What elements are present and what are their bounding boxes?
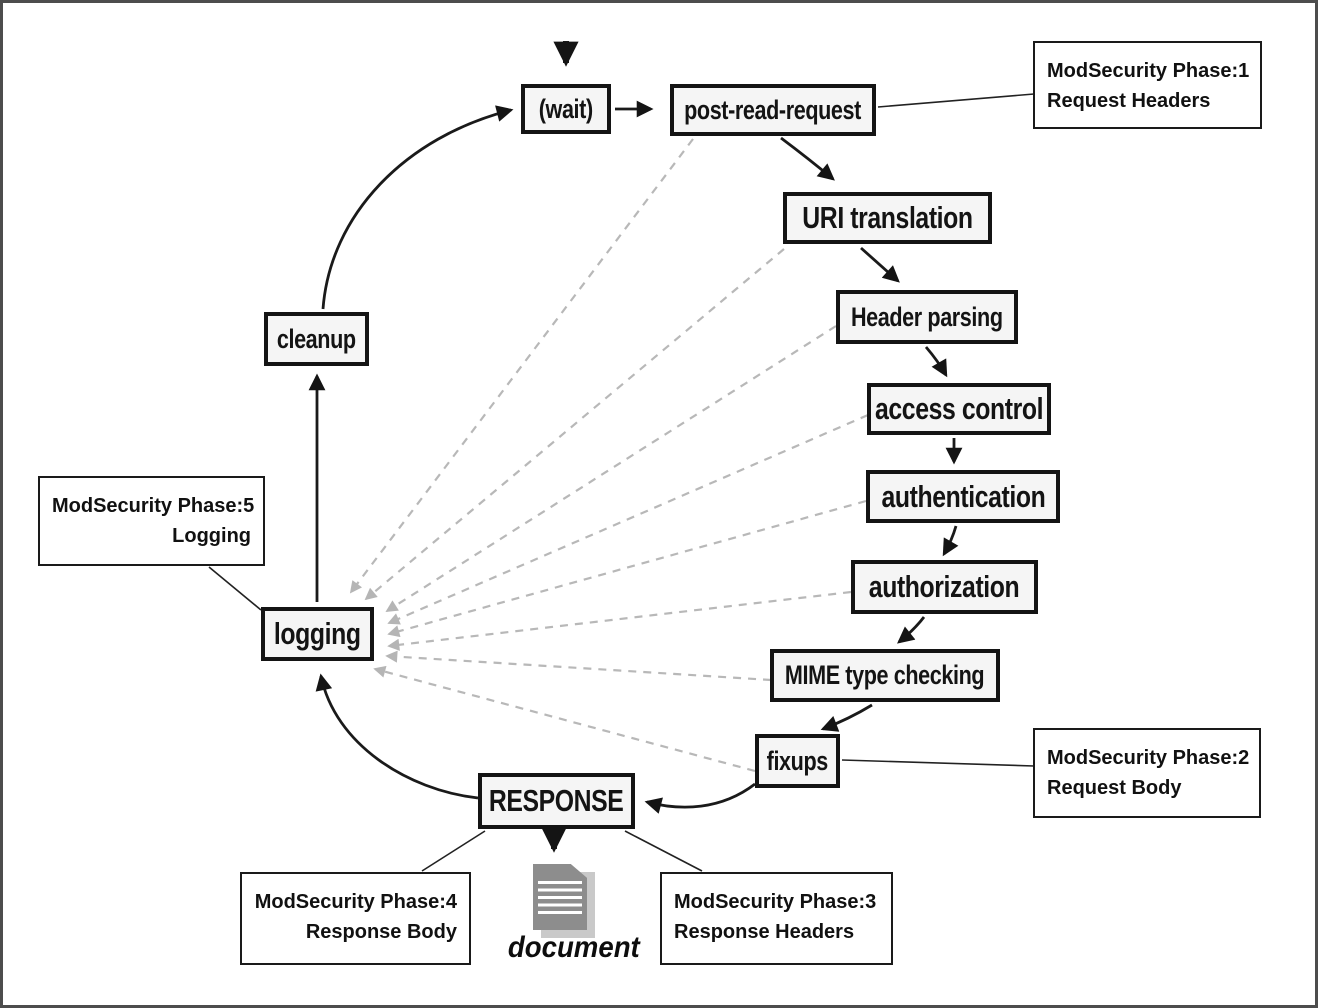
node-header-parsing-label: Header parsing: [851, 301, 1003, 332]
callout-phase-3-line-2: Response Headers: [674, 921, 855, 943]
node-uri-translation-label: URI translation: [802, 200, 973, 235]
callout-modsecurity-phase-3: ModSecurity Phase:3 Response Headers: [660, 872, 893, 965]
callout-modsecurity-phase-2: ModSecurity Phase:2 Request Body: [1033, 728, 1261, 818]
node-response-label: RESPONSE: [489, 783, 624, 818]
node-access-control: access control: [867, 383, 1051, 435]
node-access-control-label: access control: [874, 391, 1044, 426]
callout-phase-2-line-1: ModSecurity Phase:2: [1047, 747, 1250, 769]
logging-dashed-arrows: [349, 138, 869, 773]
node-fixups-label: fixups: [766, 745, 829, 776]
callout-phase-4-line-2: Response Body: [305, 921, 457, 943]
node-response: RESPONSE: [478, 773, 635, 829]
node-cleanup-label: cleanup: [277, 323, 356, 354]
node-uri-translation: URI translation: [783, 192, 992, 244]
callout-phase-1-line-1: ModSecurity Phase:1: [1047, 60, 1250, 82]
callout-phase-1-line-2: Request Headers: [1047, 90, 1211, 112]
node-header-parsing: Header parsing: [836, 290, 1018, 344]
node-cleanup: cleanup: [264, 312, 369, 366]
callout-modsecurity-phase-4: ModSecurity Phase:4 Response Body: [240, 872, 471, 965]
callout-phase-4-line-1: ModSecurity Phase:4: [254, 891, 457, 913]
callout-modsecurity-phase-1: ModSecurity Phase:1 Request Headers: [1033, 41, 1262, 129]
document-output: document: [503, 859, 640, 969]
flow-arrows: [308, 41, 963, 853]
node-fixups: fixups: [755, 734, 840, 788]
node-wait: (wait): [521, 84, 611, 134]
document-label: document: [507, 931, 640, 964]
node-mime-type-checking: MIME type checking: [770, 649, 1000, 702]
node-wait-label: (wait): [539, 93, 593, 124]
node-mime-type-checking-label: MIME type checking: [785, 660, 985, 690]
callout-phase-2-line-2: Request Body: [1047, 777, 1182, 799]
node-logging: logging: [261, 607, 374, 661]
node-authentication-label: authentication: [881, 478, 1045, 514]
diagram-wires: [208, 41, 1035, 872]
callout-phase-3-line-1: ModSecurity Phase:3: [674, 891, 877, 913]
node-post-read-request-label: post-read-request: [684, 94, 862, 125]
callout-phase-5-line-2: Logging: [172, 525, 251, 547]
node-authorization: authorization: [851, 560, 1038, 614]
callout-phase-5-line-1: ModSecurity Phase:5: [52, 495, 255, 517]
callout-modsecurity-phase-5: ModSecurity Phase:5 Logging: [38, 476, 265, 566]
document-icon-lines: [538, 881, 582, 918]
document-icon: [533, 864, 587, 930]
node-authorization-label: authorization: [869, 569, 1020, 604]
node-authentication: authentication: [866, 470, 1060, 523]
node-post-read-request: post-read-request: [670, 84, 876, 136]
annotation-connectors: [208, 93, 1035, 872]
node-logging-label: logging: [274, 616, 361, 651]
